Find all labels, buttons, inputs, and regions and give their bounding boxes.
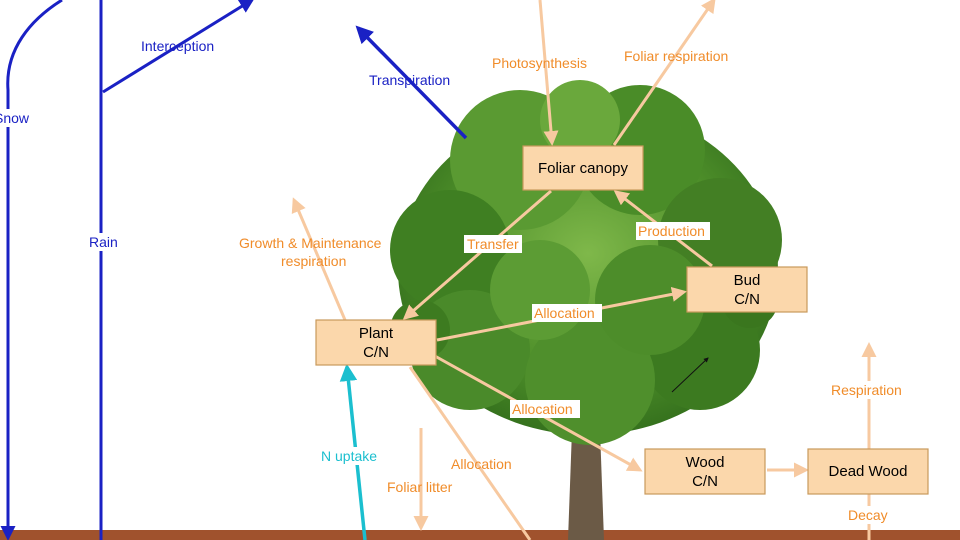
- dead-wood-box: Dead Wood: [807, 448, 929, 495]
- foliar-respiration-label: Foliar respiration: [624, 48, 728, 64]
- growth-respiration-arrow: [291, 197, 347, 321]
- plant-text-line2: C/N: [363, 344, 389, 361]
- wood-box: Wood C/N: [644, 448, 766, 495]
- production-label: Production: [638, 223, 705, 239]
- foliar-litter-label: Foliar litter: [387, 479, 453, 495]
- n-uptake-label-bg: [318, 447, 384, 465]
- bud-text-line1: Bud: [734, 272, 761, 289]
- decay-label: Decay: [848, 507, 888, 523]
- allocation-wood-label-bg: [510, 400, 580, 418]
- photosynthesis-arrow: [538, 0, 559, 146]
- soil-strip: [0, 530, 960, 540]
- transfer-arrow: [402, 189, 552, 320]
- allocation-bud-label-bg: [532, 304, 602, 322]
- foliar-canopy-box: Foliar canopy: [522, 145, 644, 191]
- wood-text-line2: C/N: [692, 473, 718, 490]
- plant-box: Plant C/N: [315, 319, 437, 366]
- interception-label: Interception: [141, 38, 214, 54]
- snow-label: Snow: [0, 110, 30, 126]
- growth-respiration-label-line2: respiration: [281, 253, 346, 269]
- production-label-bg: [636, 222, 710, 240]
- black-pointer-arrow: [671, 357, 709, 393]
- respiration-label: Respiration: [831, 382, 902, 398]
- wood-text-line1: Wood: [686, 454, 725, 471]
- n-uptake-label: N uptake: [321, 448, 377, 464]
- transpiration-label: Transpiration: [369, 72, 450, 88]
- bud-text-line2: C/N: [734, 291, 760, 308]
- snow-label-bg: [0, 109, 34, 127]
- foliar-canopy-text: Foliar canopy: [538, 160, 629, 177]
- allocation-wood-label: Allocation: [512, 401, 573, 417]
- bud-box: Bud C/N: [686, 266, 808, 313]
- rain-label: Rain: [89, 234, 118, 250]
- respiration-label-bg: [829, 381, 909, 399]
- decay-label-bg: [845, 506, 893, 524]
- transfer-label: Transfer: [467, 236, 519, 252]
- snow-arrow: [0, 0, 63, 540]
- interception-arrow: [102, 0, 255, 94]
- allocation-soil-label: Allocation: [451, 456, 512, 472]
- rain-label-bg: [86, 233, 121, 251]
- tree-foliage: [390, 80, 782, 445]
- photosynthesis-label: Photosynthesis: [492, 55, 587, 71]
- growth-respiration-label-line1: Growth & Maintenance: [239, 235, 382, 251]
- transfer-label-bg: [464, 235, 522, 253]
- dead-wood-text: Dead Wood: [829, 463, 908, 480]
- foliar-respiration-arrow: [612, 0, 716, 146]
- tree-trunk: [568, 430, 604, 540]
- plant-text-line1: Plant: [359, 325, 394, 342]
- transpiration-arrow: [355, 25, 468, 140]
- allocation-soil-arrow: [408, 366, 532, 540]
- allocation-bud-label: Allocation: [534, 305, 595, 321]
